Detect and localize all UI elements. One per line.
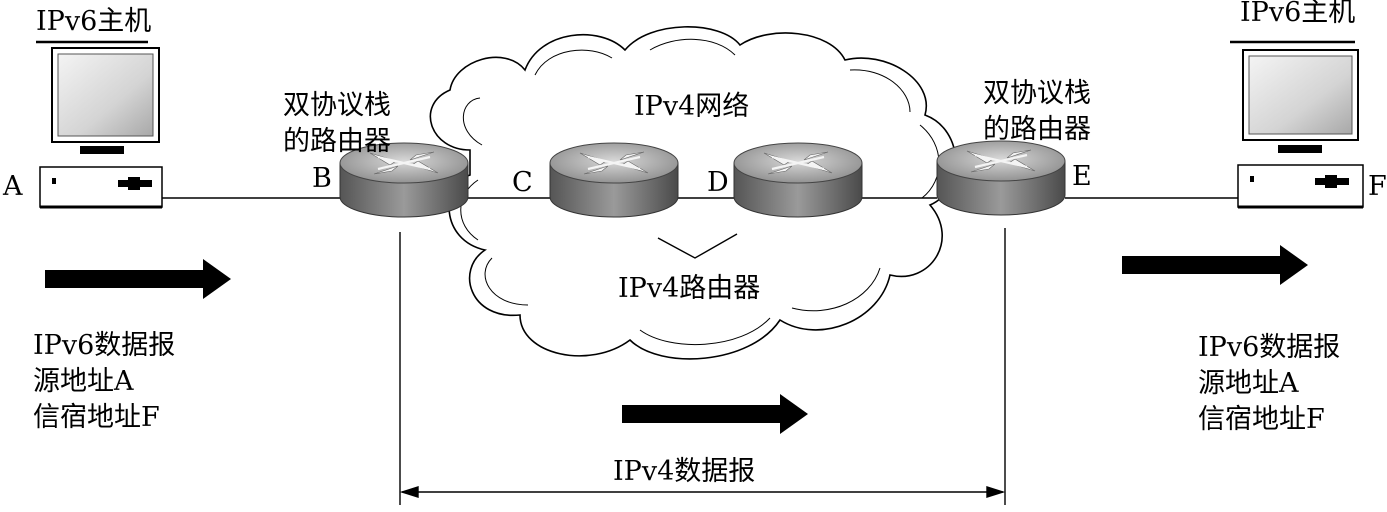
ipv4-router-label: IPv4路由器: [618, 273, 761, 304]
left-host-computer-icon: [36, 40, 163, 209]
left-dual-stack-router-caption: 双协议栈 的路由器: [283, 90, 391, 157]
router-icon-ipv4-right: [733, 142, 863, 218]
arrow-right-icon: [622, 394, 808, 434]
port-label-f: F: [1368, 171, 1387, 202]
arrow-right-icon: [1122, 245, 1308, 285]
ipv4-datagram-label: IPv4数据报: [613, 456, 756, 487]
ipv4-router-pointer: [657, 233, 738, 259]
right-host-title: IPv6主机: [1240, 0, 1356, 28]
left-ipv6-datagram-info: IPv6数据报 源地址A 信宿地址F: [33, 330, 176, 433]
router-icon-dual-stack-left: [339, 142, 469, 218]
right-host-computer-icon: [1230, 40, 1364, 209]
port-label-d: D: [707, 167, 729, 198]
router-icon-ipv4-left: [549, 142, 679, 218]
ipv4-network-label: IPv4网络: [634, 91, 750, 122]
direction-arrows: [45, 245, 1308, 434]
port-label-e: E: [1072, 161, 1092, 192]
left-host-title: IPv6主机: [36, 6, 152, 37]
port-label-a: A: [3, 171, 23, 202]
port-label-c: C: [512, 167, 533, 198]
right-dual-stack-router-caption: 双协议栈 的路由器: [983, 78, 1091, 145]
routers-group: [339, 140, 1066, 218]
right-ipv6-datagram-info: IPv6数据报 源地址A 信宿地址F: [1198, 332, 1341, 435]
router-icon-dual-stack-right: [936, 140, 1066, 216]
tunnel-span: [399, 228, 1006, 505]
arrow-right-icon: [45, 259, 231, 299]
ipv4-network-cloud: [429, 26, 957, 360]
port-label-b: B: [312, 163, 332, 194]
